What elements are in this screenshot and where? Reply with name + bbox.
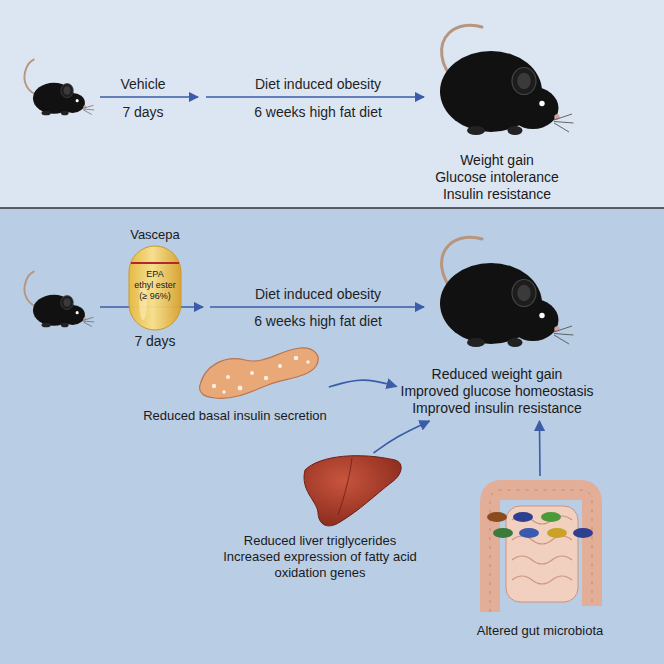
small-intestine xyxy=(506,506,578,602)
effect-arrow xyxy=(539,421,541,476)
pancreas xyxy=(200,348,319,398)
panel-divider xyxy=(0,207,664,209)
timeline-arrow xyxy=(206,96,424,98)
diagram-node: Reduced liver triglyceridesIncreased exp… xyxy=(213,455,427,581)
liver xyxy=(304,456,401,526)
timeline-label: 6 weeks high fat diet xyxy=(254,104,382,120)
capsule xyxy=(129,246,181,330)
node-text: Reduced weight gain xyxy=(401,366,594,383)
intestine-folds xyxy=(490,490,592,612)
diagram-node: Reduced basal insulin secretion xyxy=(143,342,327,424)
capsule-band xyxy=(131,262,179,264)
timeline-label: 6 weeks high fat diet xyxy=(254,313,382,329)
node-text: Reduced liver triglycerides xyxy=(213,533,427,549)
node-text: Insulin resistance xyxy=(435,186,559,203)
diagram-node: VascepaEPAethyl ester (≥ 96%) xyxy=(105,227,205,302)
obese-mouse xyxy=(440,25,574,135)
node-text: ethyl ester (≥ 96%) xyxy=(131,280,179,302)
timeline-label: 7 days xyxy=(122,104,163,120)
timeline-label: Diet induced obesity xyxy=(255,286,381,302)
timeline-arrow xyxy=(210,306,424,308)
node-text: Reduced basal insulin secretion xyxy=(143,408,327,424)
diagram-node: Weight gainGlucose intoleranceInsulin re… xyxy=(435,152,559,203)
pancreas-islets xyxy=(212,356,310,394)
liver-lobe-line xyxy=(338,458,352,515)
node-text: Improved insulin resistance xyxy=(401,400,594,417)
diagram-node: Altered gut microbiota xyxy=(477,478,603,639)
effect-arrow xyxy=(329,380,397,387)
intestine-coils xyxy=(512,516,572,584)
node-text: Increased expression of fatty acid oxida… xyxy=(213,549,427,581)
node-text: Vascepa xyxy=(105,227,205,243)
timeline-arrow xyxy=(100,96,198,98)
control-panel xyxy=(0,0,664,208)
timeline-label: Diet induced obesity xyxy=(255,76,381,92)
lean-mouse xyxy=(24,272,94,328)
effect-arrow xyxy=(374,421,430,453)
lean-mouse xyxy=(24,60,94,116)
timeline-label: Vehicle xyxy=(120,76,165,92)
node-text: Altered gut microbiota xyxy=(477,623,603,639)
gut-bacteria xyxy=(487,512,593,538)
obese-mouse xyxy=(440,237,574,347)
node-text: Weight gain xyxy=(435,152,559,169)
diagram-node: Reduced weight gainImproved glucose home… xyxy=(401,366,594,417)
treatment-panel xyxy=(0,208,664,664)
large-intestine xyxy=(490,490,592,612)
node-text: EPA xyxy=(105,269,205,280)
node-text: Improved glucose homeostasis xyxy=(401,383,594,400)
node-text: Glucose intolerance xyxy=(435,169,559,186)
timeline-label: 7 days xyxy=(134,333,175,349)
